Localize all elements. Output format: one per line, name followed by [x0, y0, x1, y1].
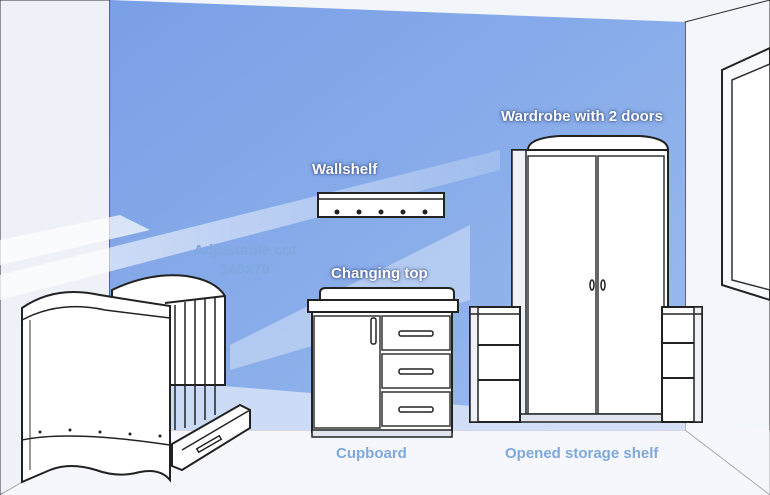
window: [721, 46, 770, 302]
wardrobe-label: Wardrobe with 2 doors: [501, 108, 663, 125]
wallshelf-drawing: [317, 192, 445, 218]
cot-drawing: [21, 274, 251, 484]
storage-shelf-label: Opened storage shelf: [505, 445, 659, 462]
cupboard-drawing: [307, 287, 459, 438]
cot-label-line1: Adjustable cot: [193, 242, 297, 259]
wardrobe-drawing: [511, 135, 670, 423]
cot-label-line2: 140x70: [219, 261, 271, 278]
cupboard-label: Cupboard: [336, 445, 407, 462]
changing-top-label: Changing top: [331, 265, 428, 282]
left-storage-shelf-drawing: [469, 306, 521, 423]
right-storage-shelf-drawing: [661, 306, 703, 423]
wallshelf-label: Wallshelf: [312, 161, 378, 178]
